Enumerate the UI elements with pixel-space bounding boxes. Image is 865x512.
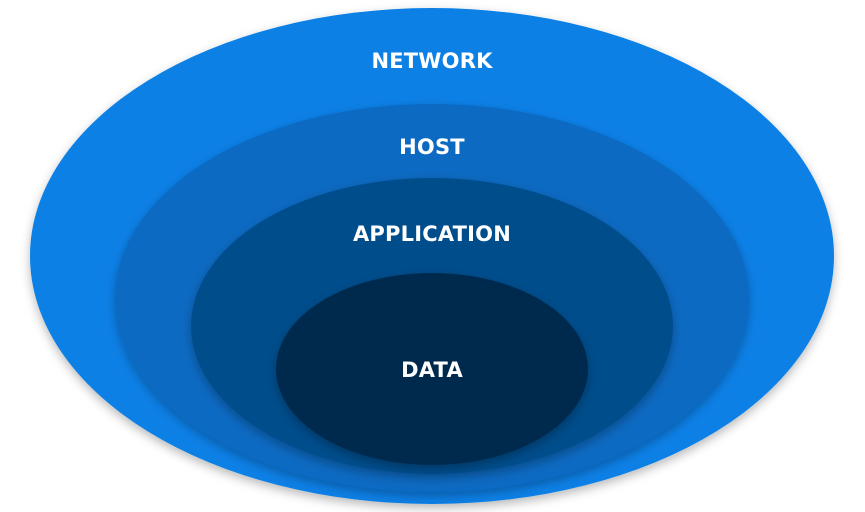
layer-application-label: APPLICATION <box>353 222 511 246</box>
layer-network-label: NETWORK <box>371 49 493 73</box>
layer-data-label: DATA <box>401 358 463 382</box>
layer-host-label: HOST <box>399 135 465 159</box>
layer-data: DATA <box>276 273 588 465</box>
layer-data-ring <box>276 273 588 465</box>
